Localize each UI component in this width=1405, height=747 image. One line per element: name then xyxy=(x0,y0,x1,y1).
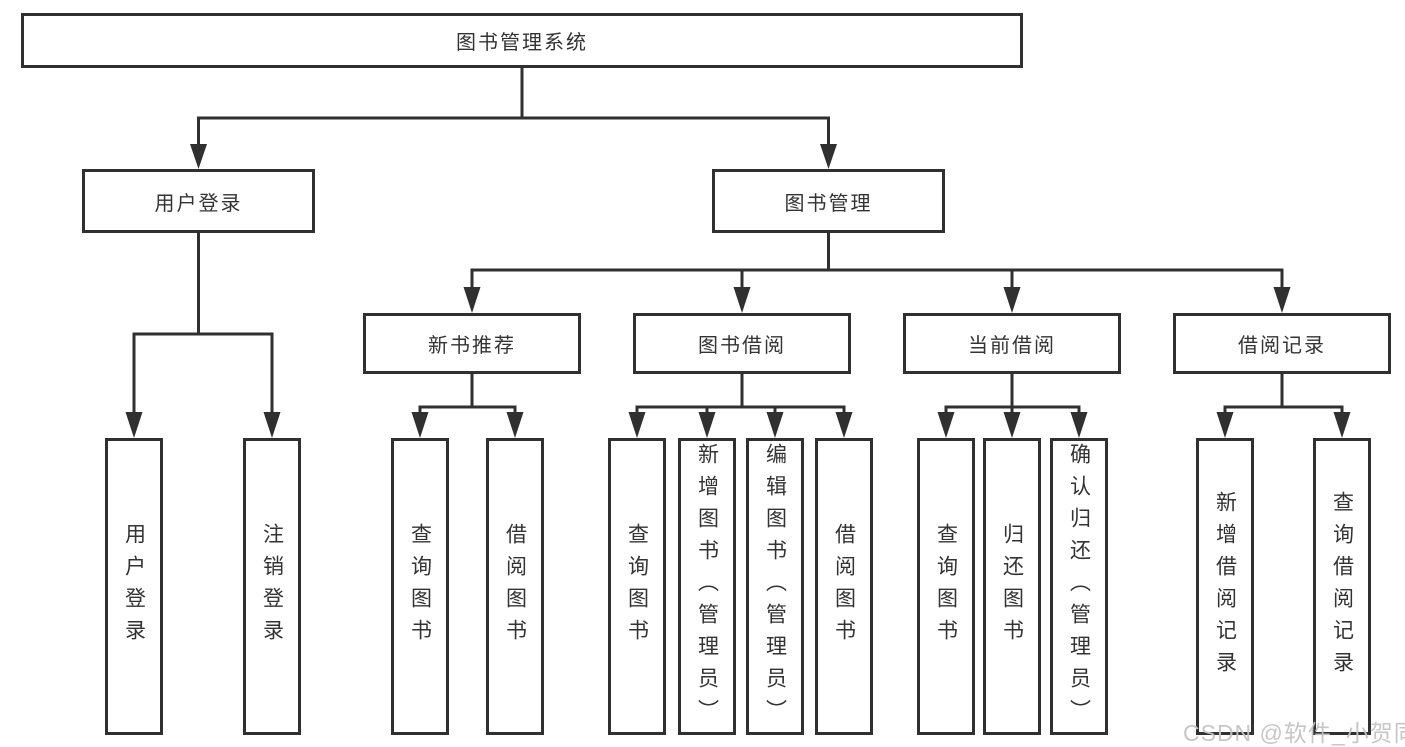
leaf-user-login: 用户登录 xyxy=(105,438,163,735)
connector-borrow-records-to-leaves xyxy=(1216,374,1351,438)
node-label: 注销登录 xyxy=(260,522,284,651)
leaf-confirm-return-admin: 确认归还（管理员） xyxy=(1050,438,1108,735)
leaf-edit-book-admin: 编辑图书（管理员） xyxy=(746,438,804,735)
node-user-login: 用户登录 xyxy=(82,169,315,233)
node-label: 新增借阅记录 xyxy=(1213,490,1237,683)
node-label: 借阅图书 xyxy=(503,522,527,651)
node-label: 新书推荐 xyxy=(428,335,516,357)
node-label: 用户登录 xyxy=(154,192,243,215)
connector-current-borrow-to-leaves xyxy=(937,374,1088,438)
connector-book-mgmt-to-level3 xyxy=(463,233,1291,313)
leaf-return-book: 归还图书 xyxy=(983,438,1041,735)
leaf-add-borrow-record: 新增借阅记录 xyxy=(1196,438,1254,735)
leaf-borrow-books-under-recommend: 借阅图书 xyxy=(486,438,544,735)
node-label: 借阅记录 xyxy=(1238,335,1326,357)
csdn-watermark: CSDN @软件_小贺同学 xyxy=(1183,720,1405,746)
node-label: 新增图书（管理员） xyxy=(695,442,719,731)
node-book-management: 图书管理 xyxy=(712,169,945,233)
leaf-borrow-books-under-borrowing: 借阅图书 xyxy=(815,438,873,735)
leaf-query-books-under-borrowing: 查询图书 xyxy=(608,438,666,735)
node-library-management-system: 图书管理系统 xyxy=(21,13,1023,68)
node-label: 查询借阅记录 xyxy=(1330,490,1354,683)
connector-new-book-rec-to-leaves xyxy=(411,374,524,438)
leaf-query-books-under-recommend: 查询图书 xyxy=(391,438,449,735)
connector-user-login-to-leaves xyxy=(125,233,281,438)
node-label: 借阅图书 xyxy=(832,522,856,651)
connector-root-to-level2 xyxy=(190,68,837,169)
connector-book-borrow-to-leaves xyxy=(628,374,853,438)
node-label: 编辑图书（管理员） xyxy=(763,442,787,731)
node-label: 查询图书 xyxy=(625,522,649,651)
node-borrowing-records: 借阅记录 xyxy=(1173,313,1391,374)
leaf-query-borrow-record: 查询借阅记录 xyxy=(1313,438,1371,735)
node-label: 图书管理系统 xyxy=(456,32,588,54)
node-new-book-recommend: 新书推荐 xyxy=(363,313,581,374)
node-label: 查询图书 xyxy=(408,522,432,651)
node-label: 当前借阅 xyxy=(968,335,1056,357)
node-book-borrowing: 图书借阅 xyxy=(633,313,851,374)
node-label: 用户登录 xyxy=(122,522,146,651)
leaf-logout: 注销登录 xyxy=(243,438,301,735)
node-current-borrowing: 当前借阅 xyxy=(903,313,1121,374)
leaf-query-books-under-current: 查询图书 xyxy=(917,438,975,735)
leaf-add-book-admin: 新增图书（管理员） xyxy=(678,438,736,735)
node-label: 图书管理 xyxy=(784,192,873,215)
node-label: 查询图书 xyxy=(934,522,958,651)
node-label: 图书借阅 xyxy=(698,335,786,357)
node-label: 归还图书 xyxy=(1000,522,1024,651)
node-label: 确认归还（管理员） xyxy=(1067,442,1091,731)
